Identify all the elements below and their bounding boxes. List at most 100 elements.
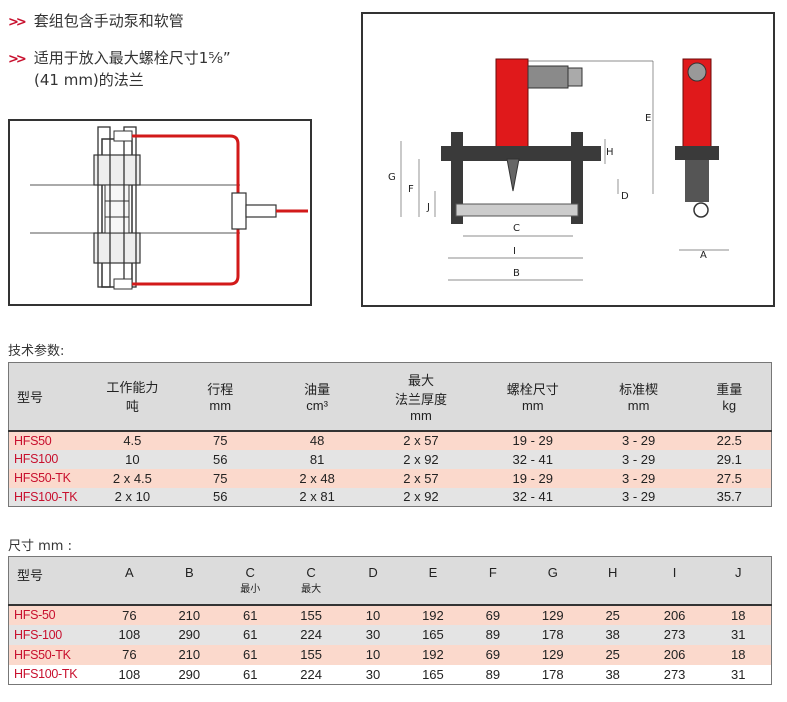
table-cell: 155 [280,604,343,625]
table-cell: 224 [300,666,322,682]
header-text: 吨 [125,399,139,415]
table-cell: 3 - 29 [589,430,688,450]
table-cell: 10 [342,644,404,665]
table-cell: 108 [118,666,141,682]
table-cell: 210 [158,644,221,665]
header-text: 最大 [301,584,322,595]
table-cell: HFS-50 [8,604,101,625]
table-cell: 165 [422,666,444,682]
col-g: G [523,556,582,605]
header-text: kg [722,398,737,414]
table-cell: 69 [461,644,524,665]
header-text: H [607,565,618,580]
col-e: E [403,556,462,605]
header-text: cm³ [306,398,328,414]
table-cell: 2 x 92 [366,449,476,469]
dim-label-c: C [513,223,520,234]
col-j: J [705,556,772,605]
col-h: H [581,556,644,605]
table-cell: 19 - 29 [475,468,590,488]
table-cell: 10 [92,449,173,469]
header-text: 工作能力 [106,380,159,396]
table-cell: 38 [605,666,620,682]
table-cell: 192 [403,644,462,665]
table-cell: 89 [461,624,524,645]
table-cell: 206 [643,604,706,625]
table-cell: 273 [643,624,706,645]
table-cell: 18 [705,644,772,665]
col-b: B [158,556,221,605]
table-cell: 56 [172,449,269,469]
header-text: 型号 [17,568,44,583]
dimension-drawing [400,58,729,281]
table-cell: 155 [280,644,343,665]
col-a: A [100,556,159,605]
header-text: J [735,565,742,580]
table-cell: 61 [242,666,258,682]
table-cell: 22.5 [687,430,772,450]
table-cell: HFS50-TK [8,468,93,488]
table-cell: 69 [461,604,524,625]
table-cell: 178 [523,624,582,645]
header-text: 油量 [304,382,331,398]
dim-label-d: D [621,191,629,202]
table-cell: 75 [172,430,269,450]
dim-label-b: B [513,268,520,279]
table-cell: 38 [581,624,644,645]
col-i: I [643,556,706,605]
table-cell: 2 x 4.5 [92,468,173,488]
header-text: C [245,565,255,580]
table-cell: 273 [663,666,686,682]
header-text: mm [627,398,650,414]
table-cell: 61 [220,644,281,665]
header-text: 标准楔 [619,382,659,398]
table-cell: 10 [342,604,404,625]
dim-label-j: J [427,202,430,213]
table-cell: 3 - 29 [589,449,688,469]
table-cell: 18 [705,604,772,625]
table-cell: 178 [541,666,564,682]
header-text: A [125,565,134,580]
bullet-bolt-size-line2: (41 mm)的法兰 [34,71,144,89]
table-cell: 129 [523,644,582,665]
table-cell: HFS100 [8,449,93,469]
dimension-drawing-frame: E G F J H D C I B A [361,12,775,307]
chevron-right-icon: >> [8,52,27,67]
dimensions-caption: 尺寸 mm : [8,539,72,554]
table-cell: 61 [220,604,281,625]
table-cell: 81 [268,449,367,469]
table-cell: 30 [365,666,381,682]
table-cell: 32 - 41 [475,449,590,469]
header-text: 螺栓尺寸 [506,382,559,398]
dim-label-i: I [513,246,516,257]
chevron-right-icon: >> [8,15,27,30]
bullet-pump-hose: >>套组包含手动泵和软管 [8,12,184,30]
header-text: 型号 [17,389,44,405]
col-model: 型号 [8,556,101,605]
col-f: F [461,556,524,605]
table-cell: 27.5 [687,468,772,488]
table-cell: 89 [485,666,501,682]
table-cell: 19 - 29 [475,430,590,450]
table-cell: 76 [100,644,159,665]
table-cell: 3 - 29 [589,468,688,488]
table-cell: 31 [731,666,746,682]
header-text: mm [209,398,232,414]
table-cell: 3 - 29 [589,487,688,507]
table-cell: 76 [100,604,159,625]
